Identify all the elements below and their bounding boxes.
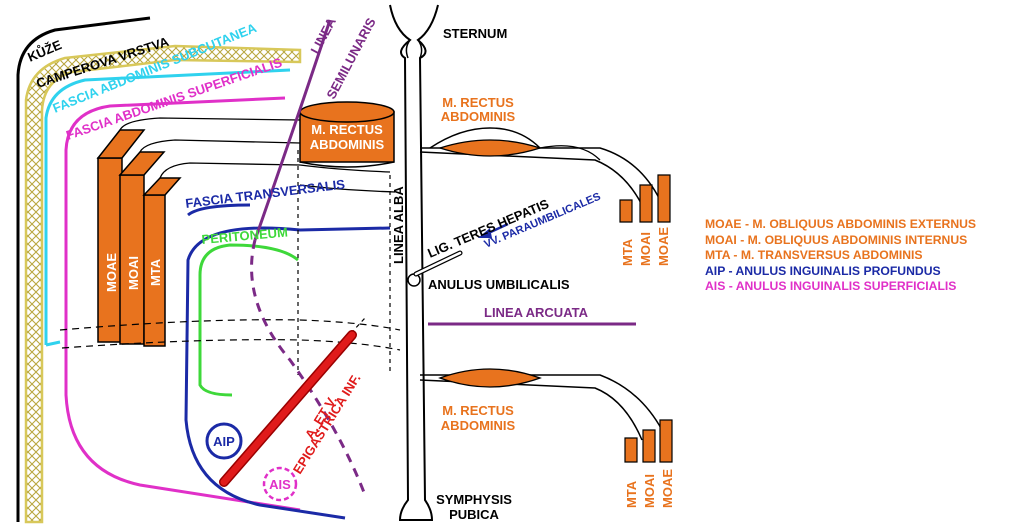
rectus-upper-label-2: ABDOMINIS	[441, 109, 516, 124]
sternum-label: STERNUM	[443, 26, 507, 41]
anulus-umbilicalis-label: ANULUS UMBILICALIS	[428, 277, 570, 292]
upper-moai-label: MOAI	[638, 232, 653, 266]
linea-alba-column	[389, 4, 439, 521]
rectus-muscle-block	[299, 101, 395, 168]
legend-item-moae: MOAE - M. OBLIQUUS ABDOMINIS EXTERNUS	[705, 217, 977, 231]
lower-moai-label: MOAI	[642, 474, 657, 508]
rectus-lower-label-1: M. RECTUS	[442, 403, 514, 418]
rectus-sheath-lower	[419, 368, 673, 463]
peritoneum-label: PERITONEUM	[201, 225, 288, 247]
muscle-moae-block	[96, 129, 146, 343]
camper-fat-layer	[24, 44, 302, 524]
rectus-box-label-1: M. RECTUS	[311, 122, 383, 137]
fascia-superficialis-line	[64, 96, 301, 512]
legend-item-mta: MTA - M. TRANSVERSUS ABDOMINIS	[705, 248, 923, 263]
abbreviation-legend: MOAE - M. OBLIQUUS ABDOMINIS EXTERNUS MO…	[705, 217, 976, 295]
muscle-mta-block	[142, 177, 182, 347]
linea-arcuata-label: LINEA ARCUATA	[484, 305, 589, 320]
ais-ring	[262, 466, 298, 502]
upper-moae-label: MOAE	[656, 227, 671, 266]
moae-label: MOAE	[104, 253, 119, 292]
symphysis-label-2: PUBICA	[449, 507, 499, 522]
rectus-lower-label-2: ABDOMINIS	[441, 418, 516, 433]
muscle-moai-block	[118, 151, 166, 345]
rectus-box-label-2: ABDOMINIS	[310, 137, 385, 152]
fascia-subcutanea-line	[44, 68, 291, 345]
legend-item-ais: AIS - ANULUS INGUINALIS SUPERFICIALIS	[705, 279, 957, 294]
skin-line	[16, 16, 151, 522]
mta-label: MTA	[148, 258, 163, 286]
fascia-transversalis-line	[184, 226, 391, 520]
lower-mta-label: MTA	[624, 480, 639, 508]
linea-semilunaris-label-1: LINEA	[307, 14, 339, 56]
ais-label: AIS	[269, 477, 291, 492]
upper-mta-label: MTA	[620, 238, 635, 266]
moai-label: MOAI	[126, 256, 141, 290]
aip-ring	[205, 422, 243, 460]
peritoneum-line	[198, 243, 299, 397]
lower-moae-label: MOAE	[660, 469, 675, 508]
aip-label: AIP	[213, 434, 235, 449]
linea-alba-label: LINEA ALBA	[391, 186, 406, 264]
symphysis-label-1: SYMPHYSIS	[436, 492, 512, 507]
rectus-upper-label-1: M. RECTUS	[442, 95, 514, 110]
legend-item-aip: AIP - ANULUS INGUINALIS PROFUNDUS	[705, 263, 941, 278]
legend-item-moai: MOAI - M. OBLIQUUS ABDOMINIS INTERNUS	[705, 232, 968, 247]
linea-semilunaris-line	[253, 19, 332, 241]
fascia-transversalis-label: FASCIA TRANSVERSALIS	[185, 176, 347, 210]
rectus-sheath-upper	[419, 127, 671, 223]
